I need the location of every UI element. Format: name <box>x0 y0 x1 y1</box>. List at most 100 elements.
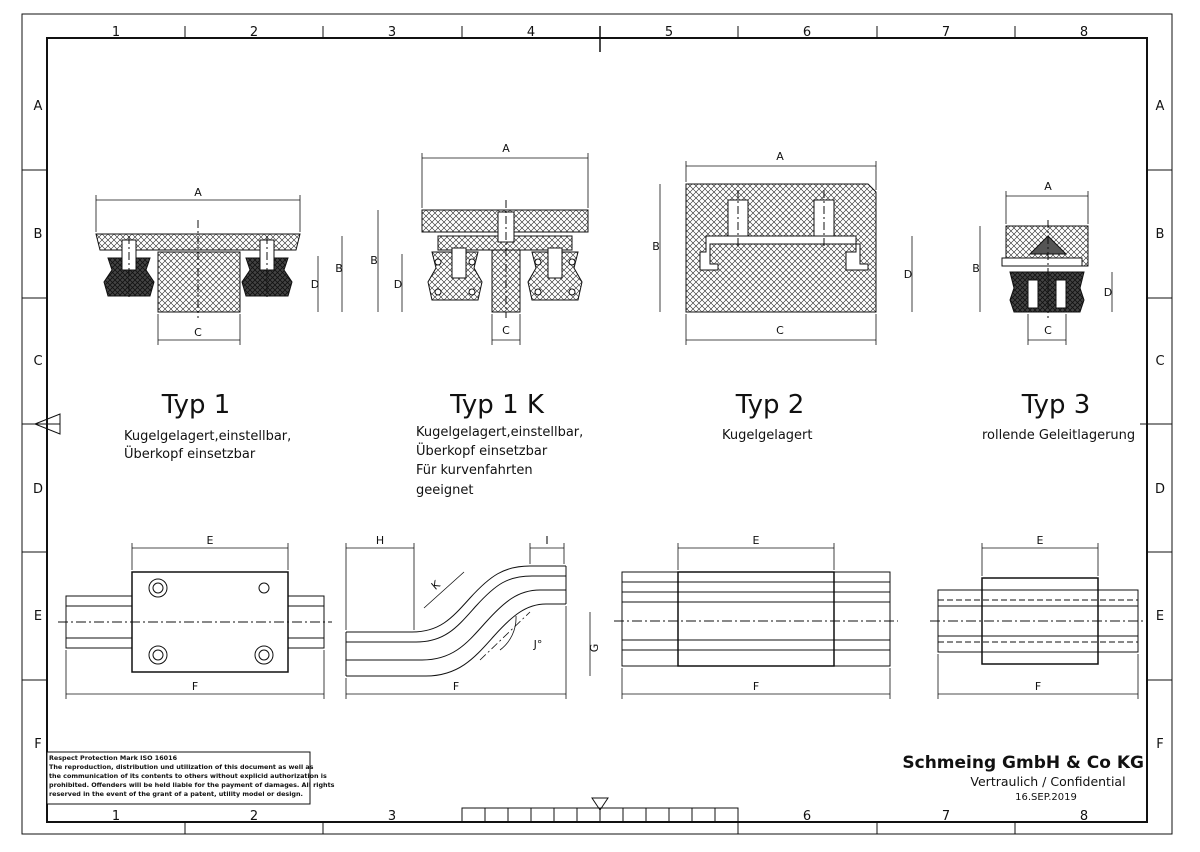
typ1k-dim-G: G <box>588 644 601 653</box>
svg-text:D: D <box>904 268 912 281</box>
zone-ticks <box>22 26 1172 834</box>
column-labels-bottom: 1 2 3 6 7 8 <box>112 809 1088 824</box>
svg-text:C: C <box>776 324 784 337</box>
protection-notice: Respect Protection Mark ISO 16016 The re… <box>46 751 335 805</box>
svg-text:prohibited. Offenders will be: prohibited. Offenders will be held liabl… <box>49 781 335 789</box>
svg-text:C: C <box>1155 354 1164 369</box>
typ1-dim-E: E <box>207 534 214 547</box>
column-labels-top: 1 2 3 4 5 6 7 8 <box>112 25 1088 40</box>
confidential-note: Vertraulich / Confidential <box>970 774 1125 789</box>
typ1-plan-view <box>58 543 332 699</box>
typ1-section-view <box>95 220 301 318</box>
typ1-caption: Typ 1 Kugelgelagert,einstellbar, Überkop… <box>124 390 291 462</box>
svg-text:D: D <box>1155 482 1165 497</box>
typ1k-dim-H: H <box>376 534 384 547</box>
typ2-title: Typ 2 <box>735 390 805 420</box>
svg-text:Respect Protection Mark ISO 16: Respect Protection Mark ISO 16016 <box>49 754 178 762</box>
svg-text:F: F <box>34 737 41 752</box>
svg-text:6: 6 <box>803 809 811 824</box>
svg-text:8: 8 <box>1080 809 1088 824</box>
svg-text:7: 7 <box>942 25 950 40</box>
row-labels-left: A B C D E F <box>33 99 43 752</box>
svg-text:3: 3 <box>388 809 396 824</box>
svg-text:F: F <box>1156 737 1163 752</box>
typ3-dimensions <box>979 191 1113 345</box>
typ3-dim-labels: A C B D <box>972 180 1112 337</box>
typ2-dim-E: E <box>753 534 760 547</box>
svg-text:D: D <box>394 278 402 291</box>
svg-text:reserved in the event of the g: reserved in the event of the grant of a … <box>49 790 303 798</box>
svg-text:6: 6 <box>803 25 811 40</box>
svg-text:B: B <box>652 240 660 253</box>
typ2-dim-labels: A C B D <box>652 150 912 337</box>
typ1-dim-F: F <box>192 680 198 693</box>
typ1-dim-labels: A C D B <box>194 186 343 339</box>
typ3-caption: Typ 3 rollende Geleitlagerung <box>982 390 1135 443</box>
svg-text:C: C <box>33 354 42 369</box>
outer-frame <box>21 13 1173 835</box>
typ1k-section-view <box>421 200 589 318</box>
svg-text:C: C <box>194 326 202 339</box>
typ3-dim-F: F <box>1035 680 1041 693</box>
svg-text:A: A <box>502 142 510 155</box>
typ1k-title: Typ 1 K <box>449 390 545 420</box>
svg-text:B: B <box>370 254 378 267</box>
svg-text:The reproduction, distribution: The reproduction, distribution und utili… <box>49 763 314 771</box>
typ3-section-view <box>1001 220 1089 318</box>
typ2-section-view <box>685 183 877 313</box>
svg-text:B: B <box>34 227 43 242</box>
svg-text:4: 4 <box>527 25 535 40</box>
svg-text:the communication of its conte: the communication of its contents to oth… <box>49 772 327 780</box>
svg-text:A: A <box>1044 180 1052 193</box>
typ1k-dim-J: J° <box>533 638 543 651</box>
typ1k-dim-F: F <box>453 680 459 693</box>
svg-text:A: A <box>194 186 202 199</box>
svg-text:C: C <box>502 324 510 337</box>
typ1k-caption: Typ 1 K Kugelgelagert,einstellbar, Überk… <box>416 390 583 498</box>
bottom-scale <box>461 807 739 823</box>
typ2-dimensions <box>659 161 913 345</box>
company-name: Schmeing GmbH & Co KG <box>902 753 1144 773</box>
typ2-caption: Typ 2 Kugelgelagert <box>722 390 813 443</box>
svg-text:D: D <box>1104 286 1112 299</box>
row-labels-right: A B C D E F <box>1155 99 1165 752</box>
svg-text:geeignet: geeignet <box>416 483 473 498</box>
svg-text:C: C <box>1044 324 1052 337</box>
svg-text:Kugelgelagert,einstellbar,: Kugelgelagert,einstellbar, <box>416 425 583 440</box>
typ1-title: Typ 1 <box>161 390 231 420</box>
svg-text:B: B <box>335 262 343 275</box>
svg-text:1: 1 <box>112 25 120 40</box>
drawing-date: 16.SEP.2019 <box>1015 792 1077 803</box>
svg-text:rollende Geleitlagerung: rollende Geleitlagerung <box>982 428 1135 443</box>
typ2-dim-F: F <box>753 680 759 693</box>
svg-text:D: D <box>311 278 319 291</box>
svg-text:1: 1 <box>112 809 120 824</box>
svg-text:Überkopf einsetzbar: Überkopf einsetzbar <box>416 442 548 459</box>
svg-text:B: B <box>1156 227 1165 242</box>
centering-arrow-left <box>33 413 61 435</box>
svg-text:E: E <box>1156 609 1164 624</box>
svg-text:A: A <box>34 99 43 114</box>
typ1k-dim-K: K <box>429 578 443 593</box>
svg-text:Kugelgelagert: Kugelgelagert <box>722 428 813 443</box>
svg-text:D: D <box>33 482 43 497</box>
svg-text:B: B <box>972 262 980 275</box>
typ3-plan-view <box>930 543 1146 699</box>
svg-text:Überkopf einsetzbar: Überkopf einsetzbar <box>124 445 256 462</box>
typ1k-dim-labels: A C B D <box>370 142 510 337</box>
svg-text:3: 3 <box>388 25 396 40</box>
typ1k-dim-I: I <box>545 534 548 547</box>
svg-text:2: 2 <box>250 809 258 824</box>
svg-text:E: E <box>34 609 42 624</box>
svg-text:2: 2 <box>250 25 258 40</box>
typ1-dimensions <box>95 195 343 345</box>
typ1k-dimensions <box>377 153 589 345</box>
centering-arrow-bottom <box>591 797 609 811</box>
title-block: Schmeing GmbH & Co KG Vertraulich / Conf… <box>902 753 1144 803</box>
typ1k-curve-view <box>345 543 591 699</box>
svg-text:A: A <box>1156 99 1165 114</box>
typ2-plan-view <box>614 543 898 699</box>
svg-text:7: 7 <box>942 809 950 824</box>
svg-text:A: A <box>776 150 784 163</box>
